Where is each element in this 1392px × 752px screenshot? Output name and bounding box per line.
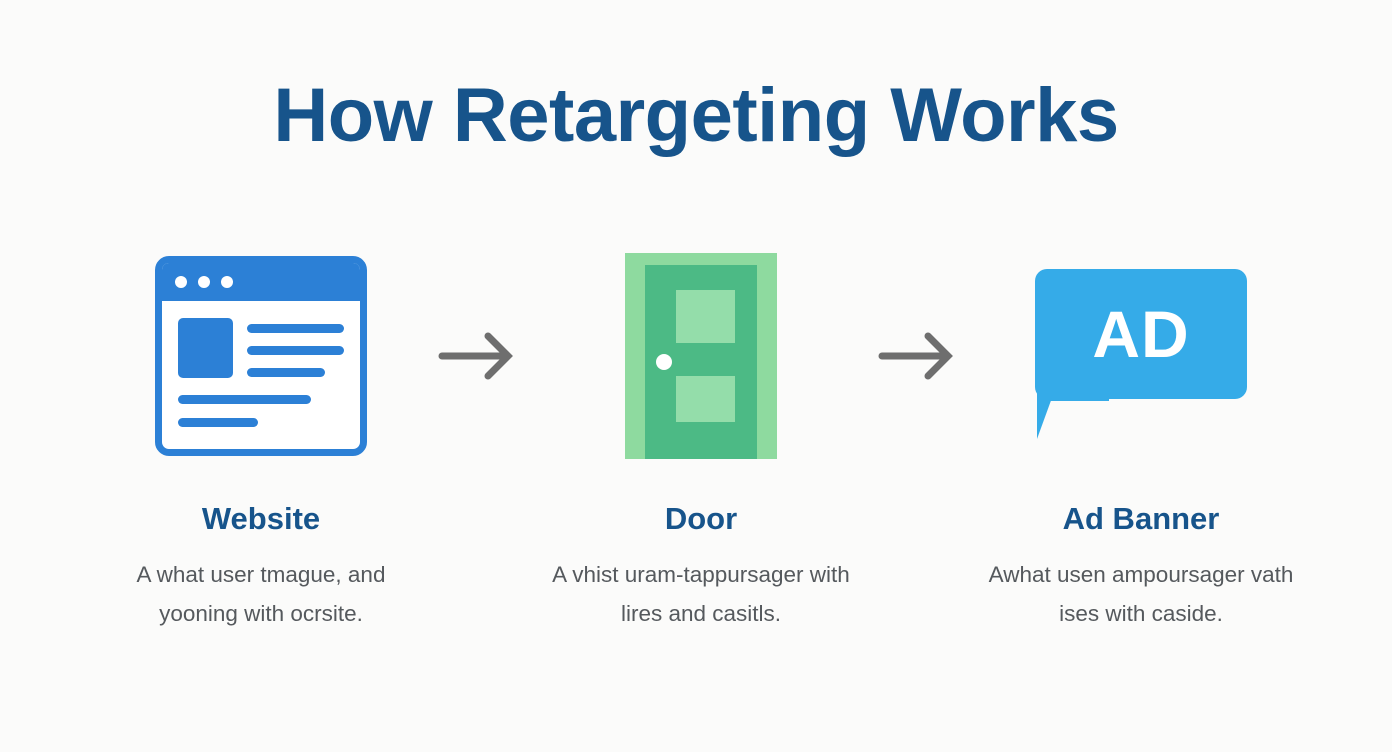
ad-bubble-tail [1037, 394, 1113, 439]
browser-dot-1 [175, 276, 187, 288]
ad-banner-icon: AD [1035, 268, 1247, 444]
door-panel-body [645, 265, 757, 459]
browser-thumbnail [178, 318, 233, 378]
page-title: How Retargeting Works [273, 73, 1119, 158]
arrow-right-icon [878, 332, 953, 380]
browser-line [247, 346, 344, 355]
arrow-right-1-area [426, 240, 536, 472]
step-title-ad-banner: Ad Banner [1062, 501, 1220, 536]
browser-line [247, 368, 325, 377]
browser-line [247, 324, 344, 333]
ad-bubble-tail-fill [1037, 388, 1109, 401]
browser-window-icon [155, 256, 367, 456]
step-description-ad-banner: Awhat usen ampoursager vath ises with ca… [988, 562, 1294, 626]
ad-banner-icon-area: AD [1035, 240, 1247, 472]
step-title-website: Website [201, 501, 321, 536]
browser-dot-3 [221, 276, 233, 288]
flow-step-door: Door A vhist uram-tappursager with lires… [536, 240, 866, 633]
browser-titlebar [162, 263, 360, 301]
door-knob-icon [656, 354, 673, 371]
arrow-right-icon [438, 332, 513, 380]
ad-speech-bubble: AD [1035, 268, 1247, 399]
arrow-right-2-area [866, 240, 976, 472]
step-description-door: A vhist uram-tappursager with lires and … [552, 562, 850, 626]
flow-step-ad-banner: AD Ad Banner Awhat usen ampoursager vath… [976, 240, 1306, 633]
browser-text-lines-bottom [178, 395, 344, 427]
step-description-website: A what user tmague, and yooning with ocr… [136, 562, 386, 626]
door-panel-top [676, 290, 735, 343]
retargeting-flow: Website A what user tmague, and yooning … [96, 240, 1296, 633]
flow-step-website: Website A what user tmague, and yooning … [96, 240, 426, 633]
browser-line [178, 418, 258, 427]
door-panel-bottom [676, 375, 735, 423]
website-icon-area [155, 240, 367, 472]
browser-text-lines-right [247, 318, 344, 378]
browser-dot-2 [198, 276, 210, 288]
browser-line [178, 395, 311, 404]
step-title-door: Door [664, 501, 738, 536]
browser-content [162, 301, 360, 427]
door-icon-area [625, 240, 777, 472]
ad-label: AD [1092, 296, 1190, 371]
browser-content-top-row [178, 318, 344, 378]
door-icon [625, 253, 777, 459]
